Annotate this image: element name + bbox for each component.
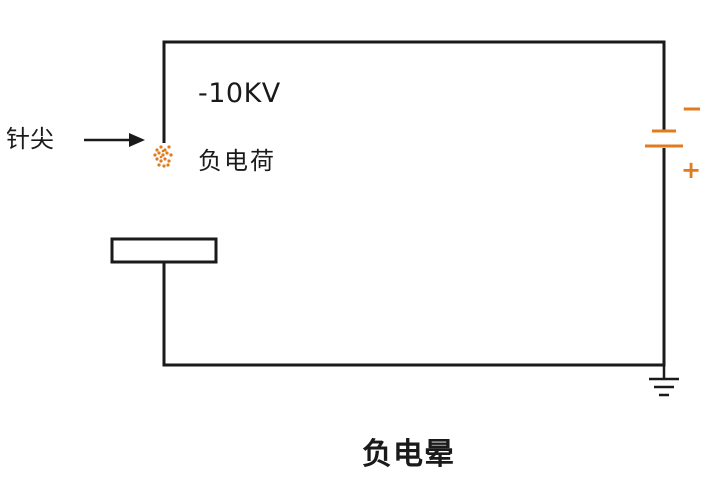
battery-symbol bbox=[645, 129, 683, 148]
bottom-wire bbox=[162, 148, 666, 367]
battery-minus-sign: − bbox=[681, 94, 703, 124]
diagram-caption: 负电晕 bbox=[362, 437, 455, 472]
battery-plus-sign: + bbox=[681, 156, 702, 184]
needle-tip-label: 针尖 bbox=[6, 125, 54, 153]
negative-charge-label: 负电荷 bbox=[198, 147, 276, 175]
circuit-wires bbox=[162, 40, 666, 367]
negative-charge-dots bbox=[153, 145, 173, 168]
plate-electrode bbox=[110, 237, 218, 264]
ground-symbol bbox=[649, 365, 679, 397]
top-wire bbox=[162, 40, 666, 143]
voltage-label: -10KV bbox=[198, 78, 281, 109]
needle-arrow bbox=[84, 133, 145, 147]
